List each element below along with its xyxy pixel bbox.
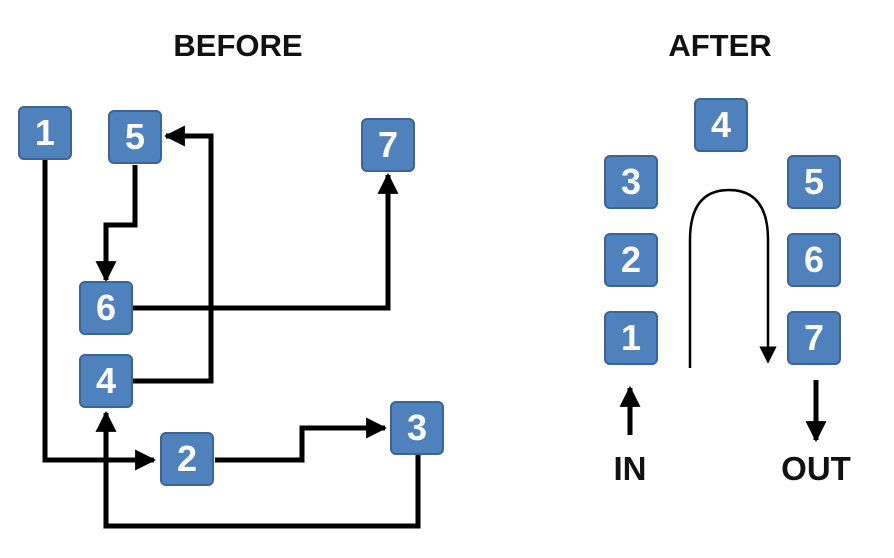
before-step-box: 6 [79, 281, 133, 335]
after-step-box: 5 [787, 155, 841, 209]
before-step-box: 2 [160, 432, 214, 486]
after-step-box: 2 [604, 233, 658, 287]
after-heading: AFTER [668, 28, 772, 63]
after-step-box: 7 [787, 311, 841, 365]
in-label: IN [613, 450, 647, 487]
connector-3-to-4 [95, 410, 421, 529]
connector-4-to-5 [133, 125, 214, 384]
out-label: OUT [781, 450, 851, 487]
before-step-box: 4 [79, 354, 133, 408]
u-turn-flow-arrow [688, 188, 777, 368]
after-step-box: 1 [604, 311, 658, 365]
connector-2-to-3 [215, 417, 388, 463]
before-heading: BEFORE [173, 28, 303, 63]
after-step-box: 3 [604, 155, 658, 209]
before-step-box: 5 [108, 110, 162, 164]
connector-1-to-2 [42, 160, 157, 471]
connector-6-to-7 [133, 172, 399, 311]
before-step-box: 1 [18, 106, 72, 160]
after-step-box: 6 [787, 233, 841, 287]
after-step-box: 4 [694, 98, 748, 152]
before-step-box: 7 [361, 118, 415, 172]
connector-5-to-6 [95, 165, 138, 283]
before-step-box: 3 [390, 401, 444, 455]
